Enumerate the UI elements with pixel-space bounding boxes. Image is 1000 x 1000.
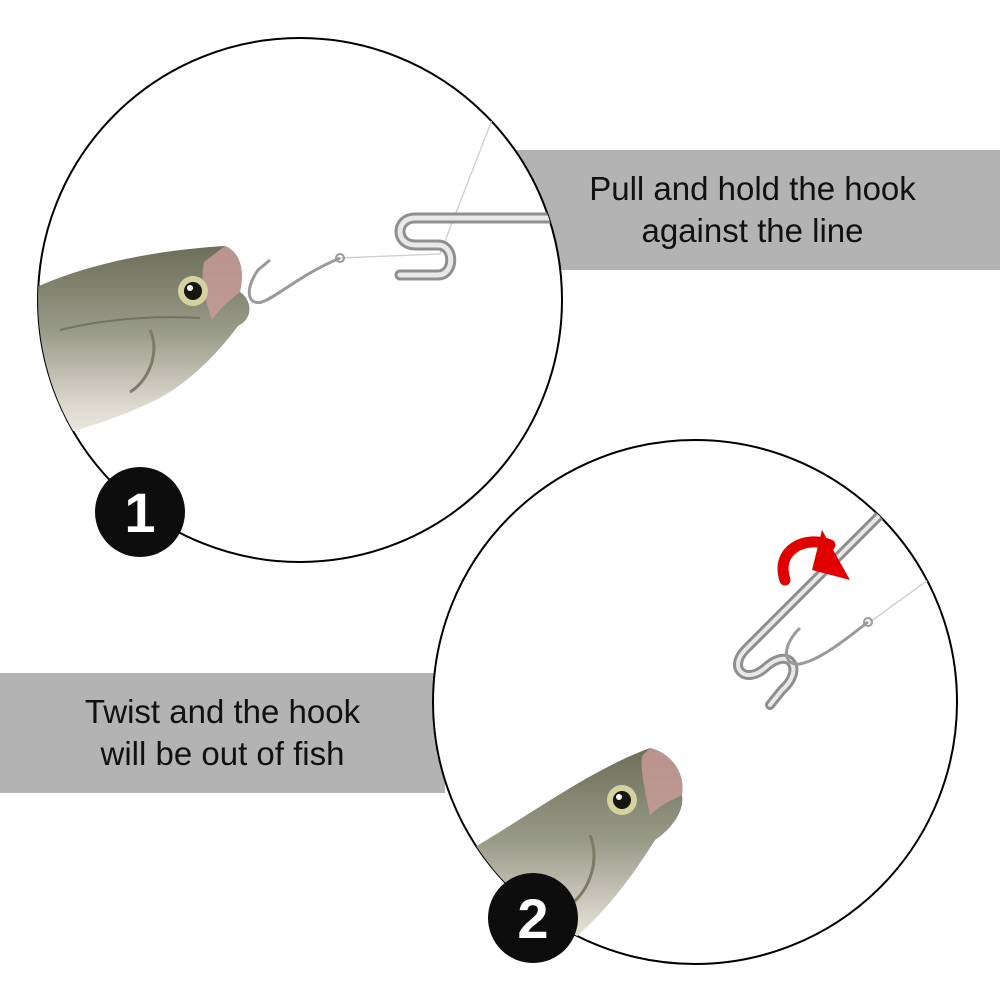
step-1-circle [37,37,563,563]
step-1-caption-line-1: Pull and hold the hook [589,170,916,207]
fishing-hook [247,256,341,305]
step-2-number: 2 [517,887,548,950]
step-2-badge: 2 [488,873,578,963]
step-2-caption-banner: Twist and the hook will be out of fish [0,673,445,793]
fish-image [38,246,250,440]
step-1-number: 1 [124,481,155,544]
step-2-caption-line-2: will be out of fish [100,735,345,772]
step-2-caption-line-1: Twist and the hook [84,693,361,730]
fishing-hook-2 [785,620,869,666]
step-1-badge: 1 [95,467,185,557]
step-1-caption-line-2: against the line [641,212,864,249]
curved-arrow-icon [777,530,850,586]
step-1-caption-banner: Pull and hold the hook against the line [505,150,1000,270]
